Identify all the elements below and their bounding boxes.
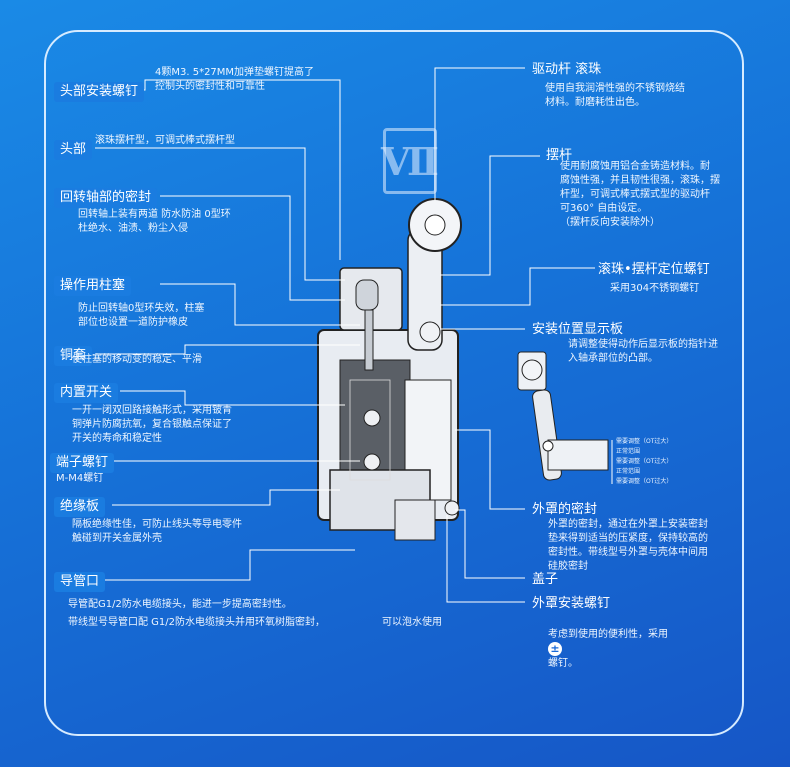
desc-head-screw-b: 控制头的密封性和可靠性 xyxy=(155,81,265,92)
desc-bushing: 使柱塞的移动变的稳定、平滑 xyxy=(72,354,202,365)
desc-head: 滚珠摆杆型，可调式棒式摆杆型 xyxy=(95,135,235,146)
desc-cover-screw-line: 考虑到使用的便利性，采用 ± 螺钉。 xyxy=(548,614,668,671)
label-head-screw: 头部安装螺钉 xyxy=(54,82,145,102)
desc-conduit-a: 导管配G1/2防水电缆接头，能进一步提高密封性。 xyxy=(68,599,292,610)
desc-head-screw-a: 4颗M3. 5*27MM加弹垫螺钉提高了 xyxy=(155,67,315,78)
label-head: 头部 xyxy=(54,140,93,160)
label-bushing: 铜套 xyxy=(54,346,93,366)
label-cover-seal: 外罩的密封 xyxy=(532,502,598,517)
indicator-tag-4: 正常范围 xyxy=(616,468,641,475)
label-terminal: 端子螺钉 xyxy=(50,453,115,473)
label-drive-rod: 驱动杆 滚珠 xyxy=(532,62,602,77)
desc-insulator: 隔板绝缘性佳，可防止线头等导电零件 触碰到开关金属外壳 xyxy=(72,519,242,544)
label-conduit: 导管口 xyxy=(54,572,106,592)
plus-minus-screw-icon: ± xyxy=(548,642,562,656)
label-plunger: 操作用柱塞 xyxy=(54,276,132,296)
label-indicator: 安装位置显示板 xyxy=(532,322,624,337)
label-cap: 盖子 xyxy=(532,572,559,587)
indicator-illustration xyxy=(517,351,609,481)
desc-cover-screw-b: 螺钉。 xyxy=(548,658,578,669)
label-roller-screw: 滚珠•摆杆定位螺钉 xyxy=(598,262,710,277)
content-frame xyxy=(44,30,744,736)
desc-terminal: M-M4螺钉 xyxy=(56,473,104,484)
brand-logo: Ⅶ xyxy=(381,128,439,194)
desc-cover-screw-a: 考虑到使用的便利性，采用 xyxy=(548,629,668,640)
indicator-tag-5: 需要调整（OT过大） xyxy=(616,478,673,485)
label-insulator: 绝缘板 xyxy=(54,497,106,517)
label-cover-screw: 外罩安装螺钉 xyxy=(532,596,611,611)
desc-indicator: 请调整使得动作后显示板的指针进 入轴承部位的凸部。 xyxy=(568,339,718,364)
label-seal: 回转轴部的密封 xyxy=(54,188,158,208)
desc-roller-screw: 采用304不锈钢螺钉 xyxy=(610,283,700,294)
limit-switch-illustration xyxy=(317,198,462,541)
label-inner-switch: 内置开关 xyxy=(54,383,119,403)
indicator-tag-2: 正常范围 xyxy=(616,448,641,455)
desc-cover-seal: 外罩的密封，通过在外罩上安装密封 垫来得到适当的压紧度，保持较高的 密封性。带线… xyxy=(548,519,708,572)
desc-inner-switch: 一开一闭双回路接触形式，采用铍青 铜弹片防腐抗氧，复合银触点保证了 开关的寿命和… xyxy=(72,405,232,444)
label-lever: 摆杆 xyxy=(546,148,573,163)
desc-plunger: 防止回转轴0型环失效，柱塞 部位也设置一道防护橡皮 xyxy=(78,303,205,328)
desc-conduit-b: 带线型号导管口配 G1/2防水电缆接头并用环氧树脂密封， xyxy=(68,617,326,628)
desc-lever: 使用耐腐蚀用铝合金铸造材料。耐 腐蚀性强，并且韧性很强，滚珠，摆 杆型，可调式棒… xyxy=(560,161,720,228)
indicator-tag-3: 需要调整（OT过大） xyxy=(616,458,673,465)
desc-conduit-c: 可以泡水使用 xyxy=(382,617,442,628)
indicator-tag-1: 需要调整（OT过大） xyxy=(616,438,673,445)
desc-seal: 回转轴上装有两道 防水防油 0型环 杜绝水、油渍、粉尘入侵 xyxy=(78,209,231,234)
desc-drive-rod: 使用自我润滑性强的不锈钢烧结 材料。耐磨耗性出色。 xyxy=(545,83,685,108)
